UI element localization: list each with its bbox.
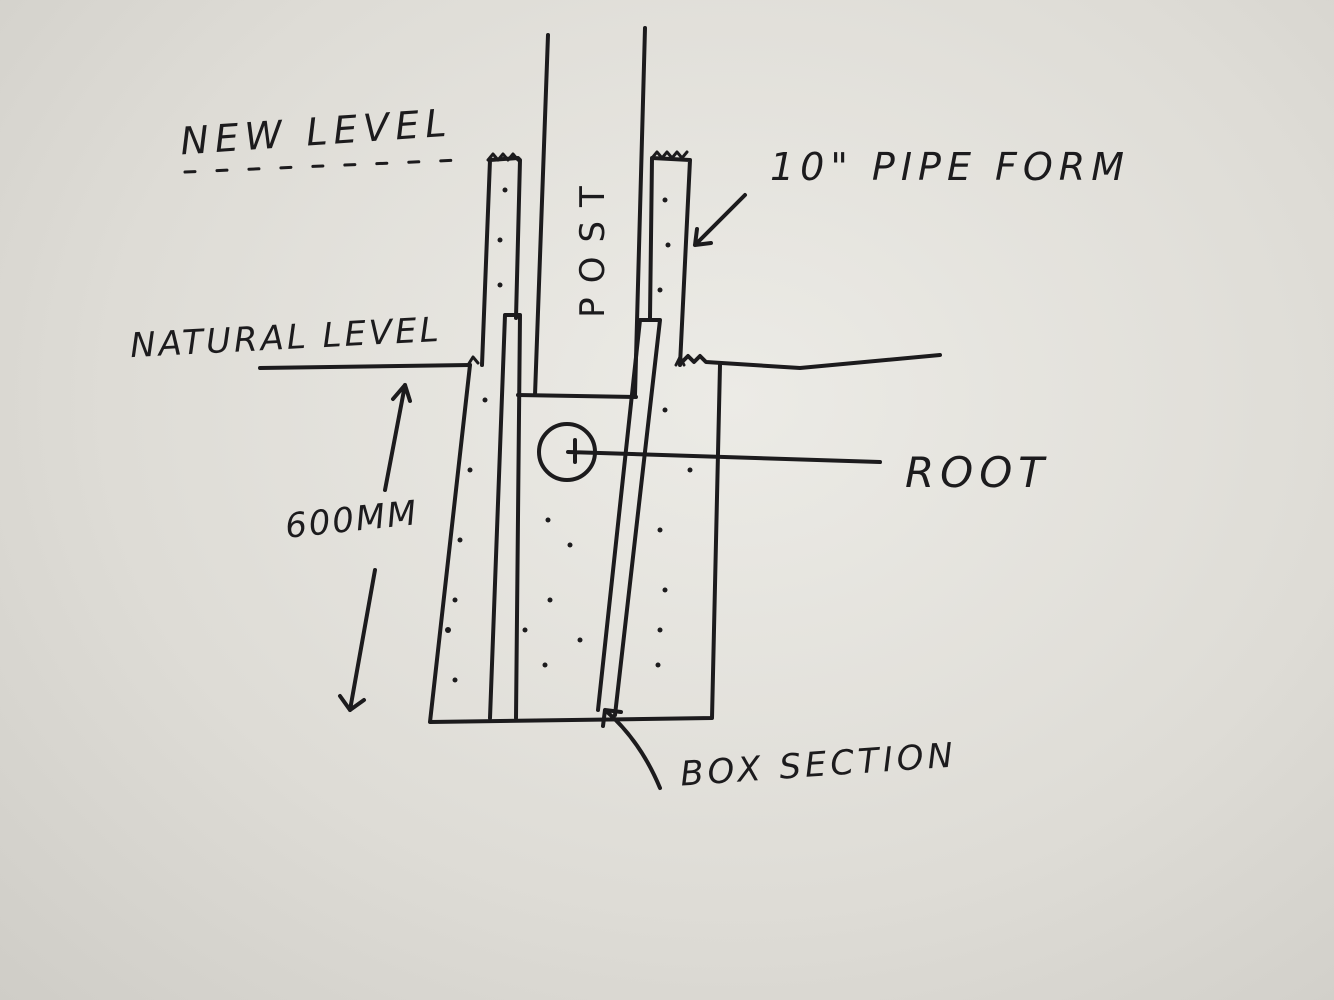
root-leader (566, 438, 882, 464)
post-left-edge (533, 33, 550, 397)
depth-arrow-down (338, 568, 377, 712)
box-section-arrow (601, 708, 662, 790)
box-section-left (488, 313, 522, 720)
hole-outline (428, 363, 722, 724)
post-bottom (516, 393, 638, 399)
root-label: ROOT (905, 448, 1050, 497)
box-section-right (596, 318, 662, 717)
pipe-base-ragged (466, 355, 686, 367)
pipe-form-right (648, 156, 692, 367)
natural-level-line (258, 353, 942, 370)
new-level-line (183, 158, 462, 174)
depth-arrow-up (383, 383, 412, 492)
pipe-top-ragged (486, 150, 689, 162)
pipe-form-arrow (693, 193, 747, 247)
pipe-form-label: 10" PIPE FORM (770, 145, 1130, 189)
post-label: POST (572, 172, 613, 318)
concrete-stipple (445, 187, 693, 683)
pipe-form-left (480, 156, 522, 367)
